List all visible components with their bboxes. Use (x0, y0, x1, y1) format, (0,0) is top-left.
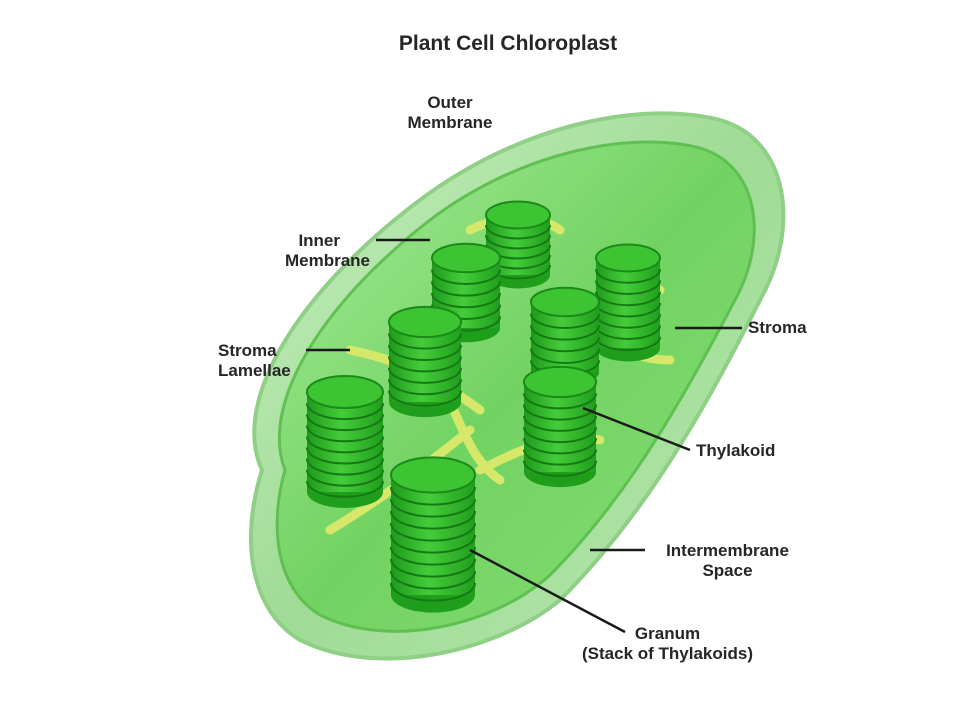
thylakoid-disc-edge (390, 486, 476, 506)
thylakoid-disc-edge (306, 414, 384, 432)
granum-stack (388, 305, 462, 418)
granum-top (485, 200, 551, 230)
thylakoid-disc-edge (306, 458, 384, 476)
thylakoid-disc-edge (388, 344, 462, 361)
thylakoid-disc-edge (388, 367, 462, 384)
thylakoid-disc-edge (390, 498, 476, 518)
thylakoid-disc-edge (595, 269, 661, 284)
thylakoid-disc-edge (530, 348, 600, 364)
thylakoid-disc-edge (523, 415, 597, 432)
thylakoid-disc-edge (390, 570, 476, 590)
thylakoid-disc-edge (530, 336, 600, 353)
thylakoid-disc-edge (306, 403, 384, 421)
granum-top (306, 375, 384, 409)
thylakoid-disc-edge (390, 534, 476, 554)
thylakoid-disc-edge (306, 436, 384, 454)
thylakoid-disc-edge (388, 333, 462, 350)
grana-stacks (306, 200, 661, 613)
granum-body (596, 258, 660, 348)
thylakoid-disc-edge (390, 546, 476, 566)
thylakoid-disc-edge (523, 426, 597, 444)
thylakoid-disc-edge (390, 582, 476, 602)
granum-stack (306, 375, 384, 508)
thylakoid-disc-edge (388, 379, 462, 396)
thylakoid-disc-edge (431, 281, 501, 297)
thylakoid-disc-edge (523, 393, 597, 410)
granum-stack (523, 365, 597, 488)
granum-top (390, 456, 476, 494)
granum-stack (595, 243, 661, 362)
granum-stack (485, 200, 551, 289)
diagram-title: Plant Cell Chloroplast (398, 32, 618, 55)
label-outer-membrane: Outer Membrane (407, 93, 493, 132)
thylakoid-disc-edge (431, 292, 501, 309)
thylakoid-disc-edge (390, 522, 476, 542)
thylakoid-disc-edge (306, 480, 384, 498)
leader-lines (306, 238, 742, 634)
granum-top (431, 242, 501, 274)
label-intermembrane-space: Intermembrane Space (666, 541, 789, 580)
granum-body (391, 475, 475, 595)
thylakoid-disc-edge (431, 269, 501, 285)
granum-top (523, 365, 597, 399)
thylakoid-disc-edge (523, 460, 597, 477)
thylakoid-disc-edge (306, 469, 384, 487)
thylakoid-disc-edge (530, 325, 600, 341)
label-thylakoid: Thylakoid (696, 441, 776, 460)
granum-stack (390, 456, 476, 613)
thylakoid-disc-edge (390, 558, 476, 578)
granum-top (595, 243, 661, 273)
thylakoid-disc-edge (595, 291, 661, 307)
thylakoid-disc-edge (523, 438, 597, 455)
thylakoid-disc-edge (388, 356, 462, 373)
label-stroma-lamellae: Stroma Lamellae (218, 341, 291, 380)
granum-top (388, 305, 462, 339)
thylakoid-disc-edge (530, 313, 600, 329)
thylakoid-disc-edge (523, 449, 597, 466)
label-granum: Granum (Stack of Thylakoids) (582, 624, 753, 663)
thylakoid-disc-edge (306, 425, 384, 443)
thylakoid-disc-edge (485, 234, 551, 250)
thylakoid-disc-edge (390, 510, 476, 530)
granum-top (530, 286, 600, 318)
thylakoid-disc-edge (485, 224, 551, 240)
thylakoid-disc-edge (388, 390, 462, 407)
thylakoid-disc-edge (595, 280, 661, 295)
label-inner-membrane: Inner Membrane (284, 231, 370, 270)
thylakoid-disc-edge (306, 447, 384, 465)
label-stroma: Stroma (748, 318, 807, 337)
